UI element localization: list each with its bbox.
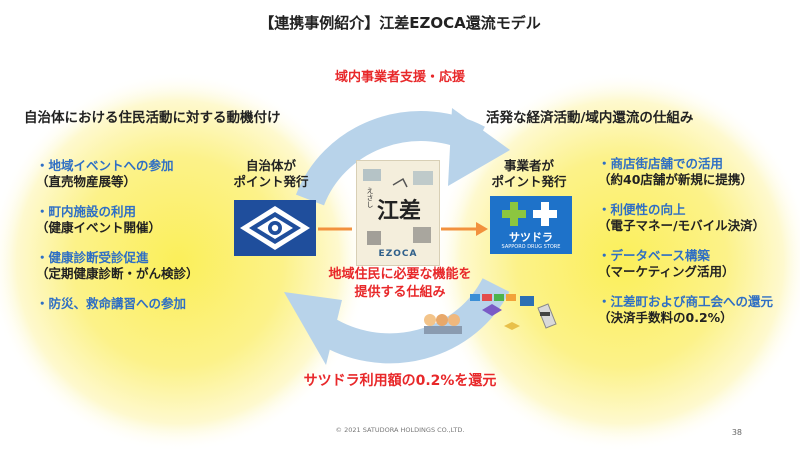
left-issuer-label: 自治体が ポイント発行 <box>233 158 309 189</box>
connector-arrowhead <box>476 222 488 236</box>
payment-icons-cluster <box>420 290 580 340</box>
right-issuer-label: 事業者が ポイント発行 <box>491 158 567 189</box>
cycle-arrowhead-bottom <box>284 292 342 365</box>
cycle-top-label: 域内事業者支援・応援 <box>334 70 465 85</box>
list-item: ・地域イベントへの参加 （直売物産展等） <box>36 158 174 189</box>
card-vertical-text: えさし <box>366 187 374 208</box>
list-item: ・町内施設の利用 （健康イベント開催） <box>36 204 162 235</box>
copyright-footer: © 2021 SATUDORA HOLDINGS CO.,LTD. <box>335 426 465 434</box>
list-item: ・利便性の向上 （電子マネー/モバイル決済） <box>598 202 766 233</box>
ezoca-card: えさし 江差 EZOCA <box>356 160 440 266</box>
left-yellow-circle <box>0 72 368 450</box>
cycle-arrow-bottom <box>317 277 510 364</box>
card-main-text: 江差 <box>377 198 422 224</box>
plus-icon <box>502 202 557 226</box>
left-item-list: ・地域イベントへの参加 （直売物産展等） ・町内施設の利用 （健康イベント開催）… <box>36 158 199 312</box>
right-heading: 活発な経済活動/域内還流の仕組み <box>486 110 694 126</box>
card-illustration-icon <box>363 169 433 245</box>
page-title: 【連携事例紹介】江差EZOCA還流モデル <box>259 14 541 32</box>
list-item: ・商店街店舗での活用 （約40店舗が新規に提携） <box>598 156 753 187</box>
cycle-arrowhead-top <box>448 108 510 186</box>
emblem-icon <box>240 206 310 250</box>
right-yellow-circle <box>432 72 800 450</box>
cycle-center-label: 地域住民に必要な機能を 提供する仕組み <box>328 267 472 300</box>
satudora-logo: サツドラ SAPPORO DRUG STORE <box>490 196 572 254</box>
right-item-list: ・商店街店舗での活用 （約40店舗が新規に提携） ・利便性の向上 （電子マネー/… <box>598 156 773 326</box>
payment-methods-icon <box>424 294 557 334</box>
page-number: 38 <box>731 428 742 437</box>
satudora-logo-name: サツドラ <box>509 231 553 244</box>
satudora-logo-sub: SAPPORO DRUG STORE <box>501 244 561 250</box>
list-item: ・防災、救命講習への参加 <box>36 296 187 311</box>
card-bottom-text: EZOCA <box>378 249 418 259</box>
list-item: ・データベース構築 （マーケティング活用） <box>598 248 735 279</box>
town-emblem-logo <box>234 200 316 256</box>
cycle-bottom-label: サツドラ利用額の0.2%を還元 <box>303 373 497 389</box>
list-item: ・健康診断受診促進 （定期健康診断・がん検診） <box>36 250 199 281</box>
left-heading: 自治体における住民活動に対する動機付け <box>24 110 281 126</box>
list-item: ・江差町および商工会への還元 （決済手数料の0.2%） <box>598 294 774 325</box>
